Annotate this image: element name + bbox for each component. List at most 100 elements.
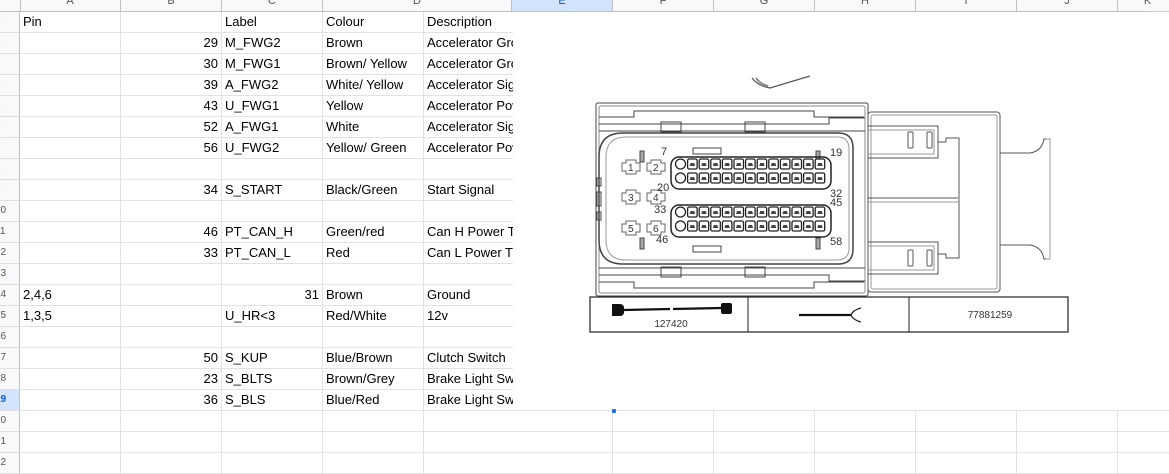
- row-header-9[interactable]: 9: [0, 180, 20, 201]
- cell-colour[interactable]: [323, 411, 424, 432]
- cell-colour[interactable]: Brown/ Yellow: [323, 54, 424, 75]
- cell-colour[interactable]: [323, 453, 424, 474]
- cell-g[interactable]: [815, 432, 916, 453]
- cell-b[interactable]: 56: [121, 138, 222, 159]
- cell-g[interactable]: [815, 453, 916, 474]
- cell-b[interactable]: 50: [121, 348, 222, 369]
- cell-a[interactable]: [20, 327, 121, 348]
- cell-label[interactable]: A_FWG2: [222, 75, 323, 96]
- cell-b[interactable]: 34: [121, 180, 222, 201]
- cell-colour[interactable]: Yellow: [323, 96, 424, 117]
- cell-colour[interactable]: Brown: [323, 33, 424, 54]
- column-header-h[interactable]: H: [815, 0, 916, 11]
- row-header-19[interactable]: 19: [0, 390, 20, 411]
- cell-b[interactable]: [121, 12, 222, 33]
- cell-f[interactable]: [714, 453, 815, 474]
- cell-description[interactable]: [424, 453, 613, 474]
- cell-b[interactable]: [121, 201, 222, 222]
- column-header-e[interactable]: E: [512, 0, 613, 11]
- cell-label[interactable]: [222, 327, 323, 348]
- row-header-20[interactable]: 20: [0, 411, 20, 432]
- cell-label[interactable]: [222, 411, 323, 432]
- row-header-7[interactable]: 7: [0, 138, 20, 159]
- cell-h[interactable]: [916, 411, 1017, 432]
- cell-colour[interactable]: Brown/Grey: [323, 369, 424, 390]
- row-header-5[interactable]: 5: [0, 96, 20, 117]
- cell-a[interactable]: [20, 159, 121, 180]
- cell-label[interactable]: U_FWG1: [222, 96, 323, 117]
- cell-b[interactable]: [121, 159, 222, 180]
- cell-label[interactable]: M_FWG1: [222, 54, 323, 75]
- cell-i[interactable]: [1017, 411, 1118, 432]
- cell-e[interactable]: [613, 453, 714, 474]
- row-header-15[interactable]: 15: [0, 306, 20, 327]
- cell-label[interactable]: 31: [222, 285, 323, 306]
- cell-label[interactable]: [222, 453, 323, 474]
- cell-h[interactable]: [916, 453, 1017, 474]
- column-header-f[interactable]: F: [613, 0, 714, 11]
- cell-j[interactable]: [1118, 453, 1169, 474]
- cell-b[interactable]: [121, 285, 222, 306]
- row-header-10[interactable]: 10: [0, 201, 20, 222]
- cell-colour[interactable]: Red/White: [323, 306, 424, 327]
- cell-b[interactable]: 23: [121, 369, 222, 390]
- cell-colour[interactable]: Blue/Brown: [323, 348, 424, 369]
- column-header-b[interactable]: B: [121, 0, 222, 11]
- cell-b[interactable]: 43: [121, 96, 222, 117]
- cell-colour[interactable]: Green/red: [323, 222, 424, 243]
- connector-diagram-image[interactable]: 1 2 3 4 5 6 7 19 20 32 33: [513, 12, 1169, 410]
- select-all-corner[interactable]: [0, 0, 21, 11]
- row-header-22[interactable]: 22: [0, 453, 20, 474]
- cell-b[interactable]: 36: [121, 390, 222, 411]
- row-header-6[interactable]: 6: [0, 117, 20, 138]
- row-header-12[interactable]: 12: [0, 243, 20, 264]
- cell-a[interactable]: [20, 201, 121, 222]
- cell-b[interactable]: 52: [121, 117, 222, 138]
- cell-a[interactable]: 1,3,5: [20, 306, 121, 327]
- column-header-a[interactable]: A: [20, 0, 121, 11]
- row-header-11[interactable]: 11: [0, 222, 20, 243]
- cell-b[interactable]: [121, 327, 222, 348]
- row-header-3[interactable]: 3: [0, 54, 20, 75]
- cell-b[interactable]: [121, 264, 222, 285]
- cell-a[interactable]: [20, 96, 121, 117]
- cell-i[interactable]: [1017, 432, 1118, 453]
- cell-colour[interactable]: Yellow/ Green: [323, 138, 424, 159]
- image-resize-handle[interactable]: [612, 409, 616, 413]
- column-header-g[interactable]: G: [714, 0, 815, 11]
- row-header-13[interactable]: 13: [0, 264, 20, 285]
- cell-label[interactable]: S_BLS: [222, 390, 323, 411]
- cell-a[interactable]: [20, 243, 121, 264]
- cell-colour[interactable]: [323, 327, 424, 348]
- cell-label[interactable]: [222, 201, 323, 222]
- column-header-d[interactable]: D: [323, 0, 512, 11]
- row-header-21[interactable]: 21: [0, 432, 20, 453]
- cell-label[interactable]: [222, 432, 323, 453]
- cell-b[interactable]: 39: [121, 75, 222, 96]
- cell-label[interactable]: A_FWG1: [222, 117, 323, 138]
- cell-h[interactable]: [916, 432, 1017, 453]
- cell-label[interactable]: U_HR<3: [222, 306, 323, 327]
- cell-j[interactable]: [1118, 390, 1169, 411]
- cell-description[interactable]: [424, 411, 613, 432]
- cell-colour[interactable]: Blue/Red: [323, 390, 424, 411]
- cell-a[interactable]: [20, 264, 121, 285]
- cell-j[interactable]: [1118, 432, 1169, 453]
- cell-b[interactable]: 46: [121, 222, 222, 243]
- cell-g[interactable]: [815, 411, 916, 432]
- cell-label[interactable]: [222, 159, 323, 180]
- cell-label[interactable]: S_KUP: [222, 348, 323, 369]
- cell-a[interactable]: [20, 33, 121, 54]
- row-header-16[interactable]: 16: [0, 327, 20, 348]
- cell-a[interactable]: [20, 222, 121, 243]
- cell-colour[interactable]: Red: [323, 243, 424, 264]
- column-header-j[interactable]: J: [1017, 0, 1118, 11]
- column-header-i[interactable]: I: [916, 0, 1017, 11]
- cell-label[interactable]: S_BLTS: [222, 369, 323, 390]
- cell-label[interactable]: U_FWG2: [222, 138, 323, 159]
- row-header-1[interactable]: 1: [0, 12, 20, 33]
- cell-description[interactable]: [424, 432, 613, 453]
- row-header-14[interactable]: 14: [0, 285, 20, 306]
- cell-a[interactable]: [20, 117, 121, 138]
- cell-b[interactable]: [121, 453, 222, 474]
